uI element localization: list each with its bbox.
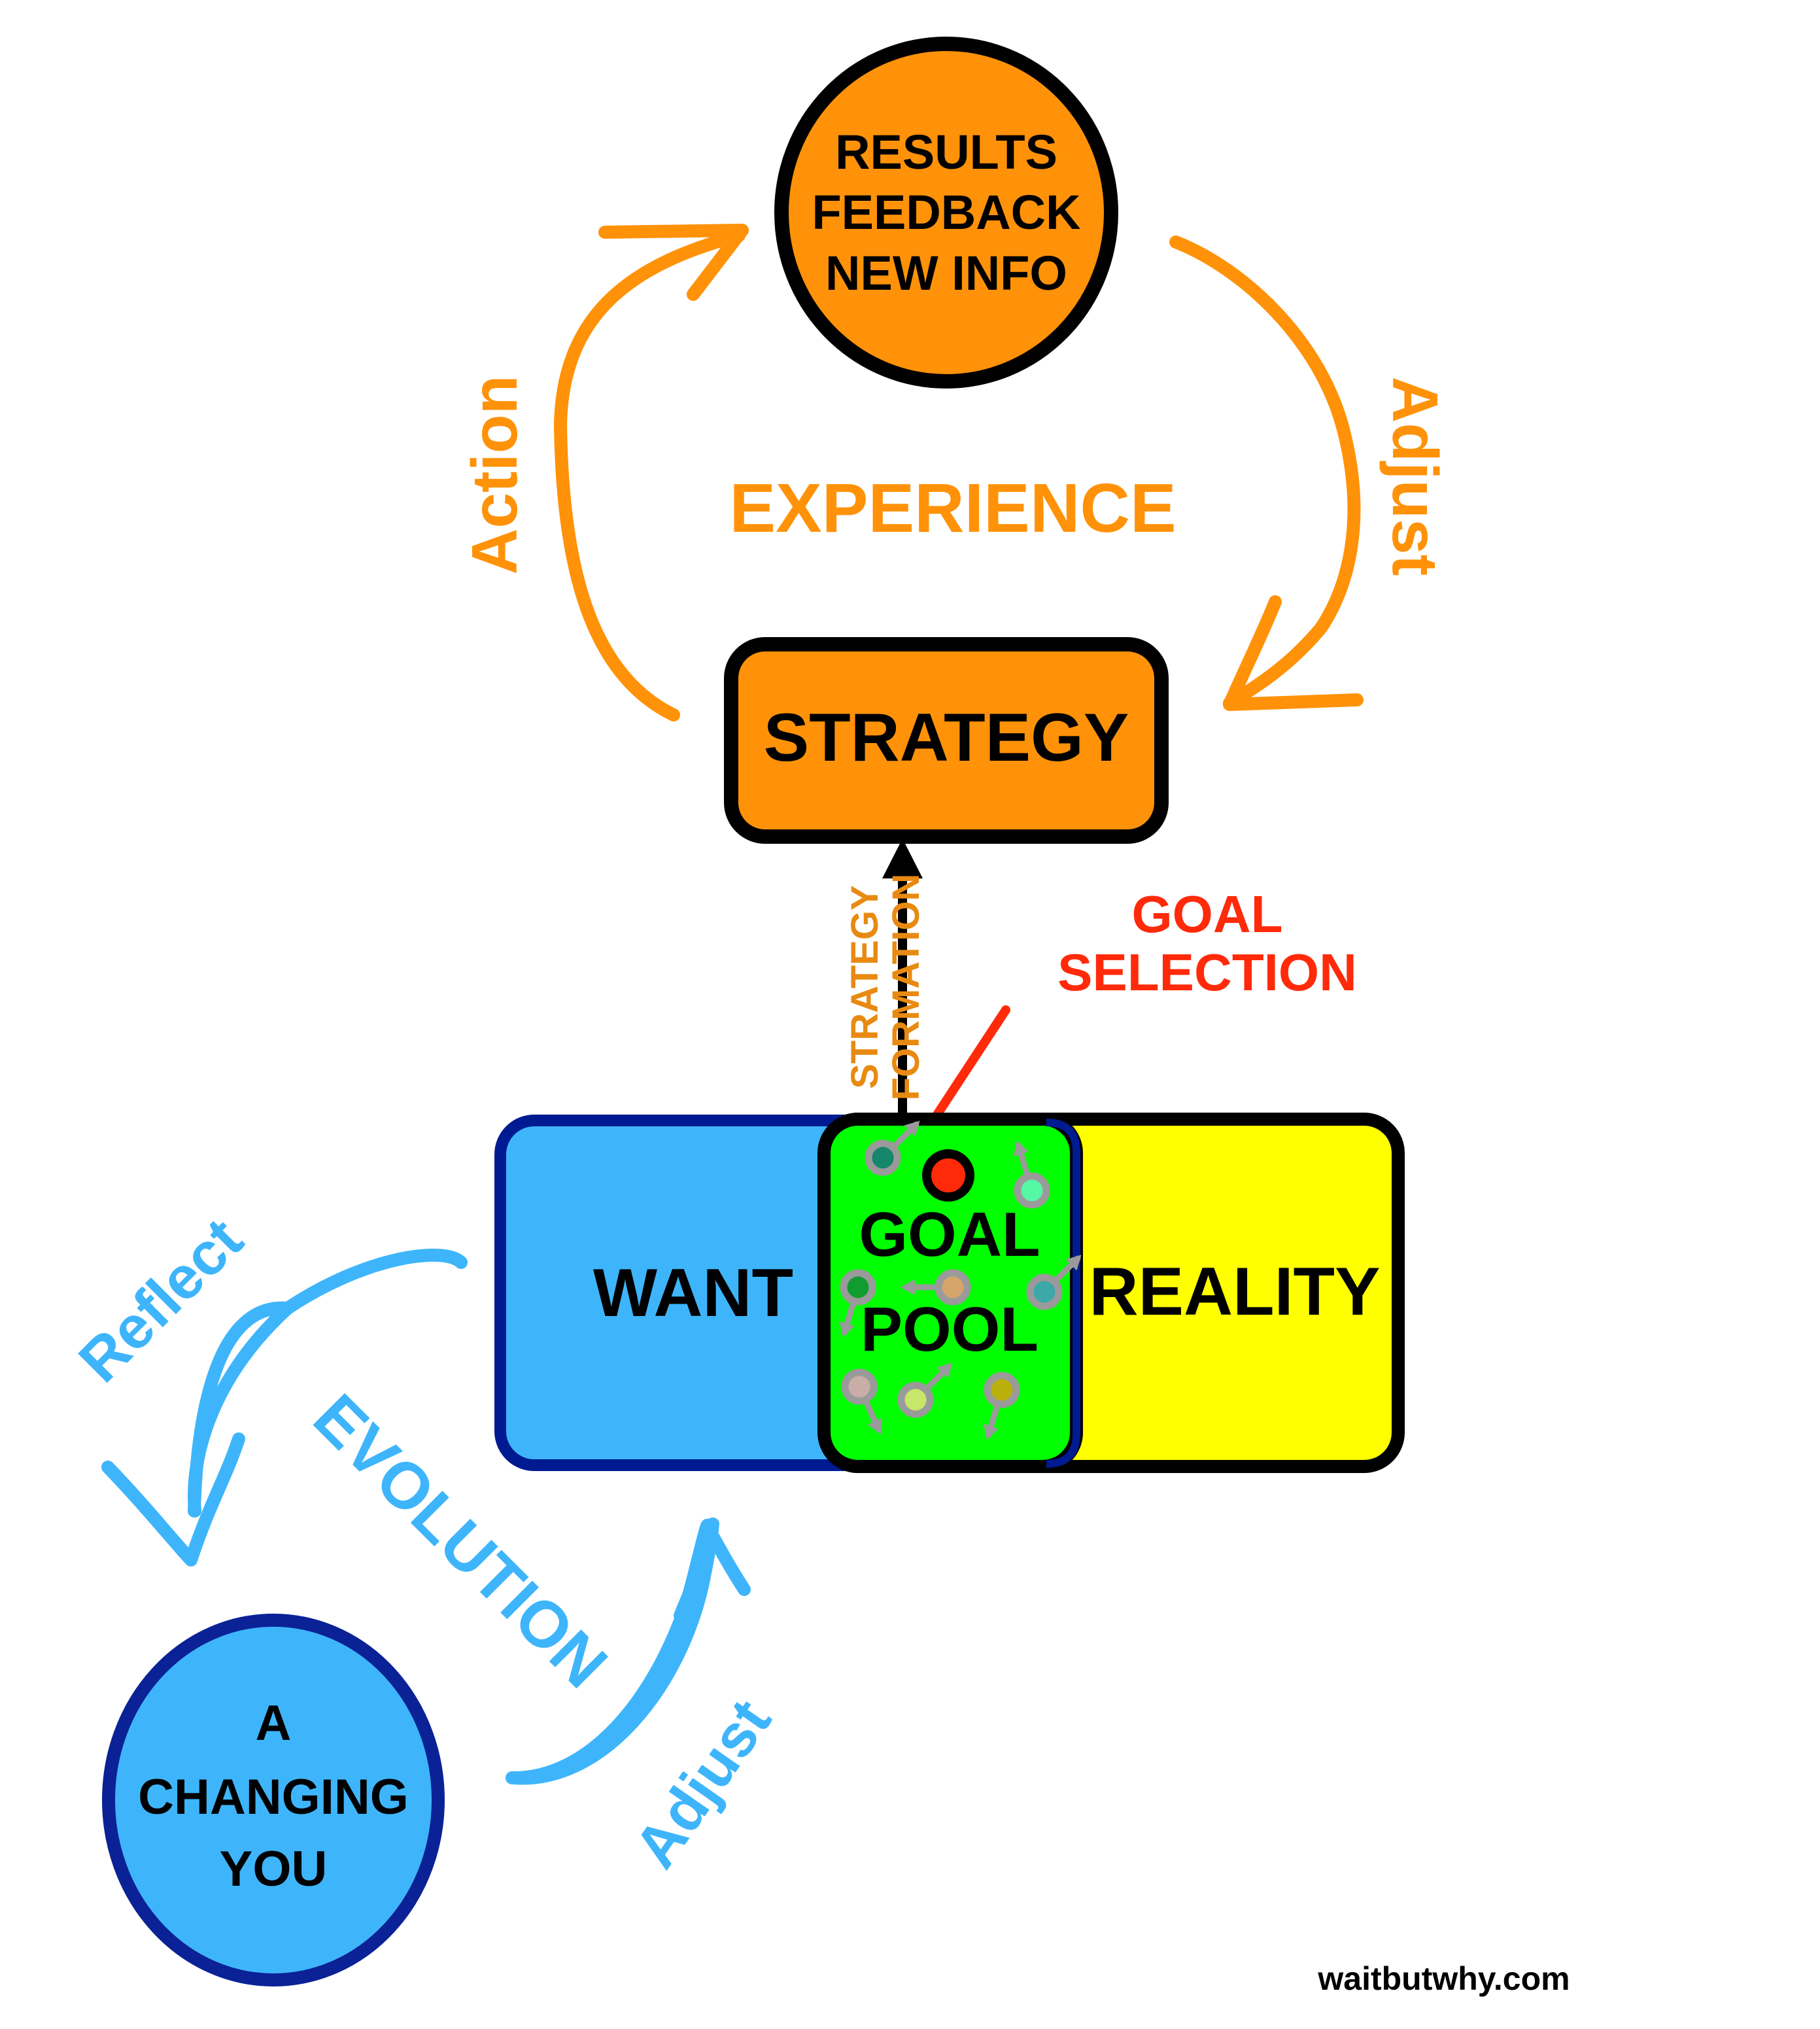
goal-item-arrowhead xyxy=(867,1417,882,1434)
selected-goal-dot xyxy=(922,1149,974,1202)
strategy-node: STRATEGY xyxy=(724,637,1169,844)
strategy-formation-line-1: STRATEGY xyxy=(844,885,886,1089)
evolution-adjust-arrow-head xyxy=(674,1532,751,1622)
results-node-line-2: FEEDBACK xyxy=(812,185,1080,239)
strategy-node-label: STRATEGY xyxy=(764,700,1129,776)
experience-adjust-arrow-head xyxy=(1223,595,1364,711)
results-node-line-1: RESULTS xyxy=(835,125,1057,179)
watermark: waitbutwhy.com xyxy=(1317,1960,1570,1997)
changing-you-node: A CHANGING YOU xyxy=(102,1614,445,1986)
goal-pool-line-1: GOAL xyxy=(859,1200,1040,1270)
changing-you-line-3: YOU xyxy=(220,1841,328,1897)
goal-item-dot xyxy=(1014,1172,1050,1209)
goal-item-dot xyxy=(865,1139,901,1176)
goal-item-arrowhead xyxy=(936,1362,953,1379)
goal-item xyxy=(1013,1140,1050,1209)
strategy-formation-arrow-head-wide xyxy=(882,839,923,878)
goal-item-dot xyxy=(1026,1274,1063,1310)
evolution-adjust-arrow xyxy=(506,1517,751,1785)
results-node-shape xyxy=(774,37,1118,389)
goal-selection-line-1: GOAL xyxy=(1131,885,1282,943)
reflect-label: Reflect xyxy=(67,1206,256,1395)
changing-you-node-shape xyxy=(102,1614,445,1986)
goal-item-arrowhead xyxy=(1013,1140,1029,1156)
goal-item-dot xyxy=(841,1368,878,1405)
goal-selection-line-2: SELECTION xyxy=(1057,943,1357,1001)
strategy-node-shape xyxy=(724,637,1169,844)
goal-item-dot xyxy=(935,1269,971,1306)
experience-adjust-arrow xyxy=(1169,235,1364,711)
goal-item-dot xyxy=(840,1269,876,1306)
goal-item xyxy=(1026,1255,1082,1310)
goal-item-arrowhead xyxy=(839,1321,855,1338)
reflect-arrow-curve xyxy=(188,1248,468,1517)
reflect-arrow xyxy=(101,1248,468,1567)
goal-item xyxy=(839,1269,876,1338)
goal-item-dot xyxy=(984,1372,1020,1408)
action-label: Action xyxy=(458,375,530,575)
reflect-arrow-head xyxy=(101,1432,245,1567)
results-node: RESULTS FEEDBACK NEW INFO xyxy=(774,37,1118,389)
selected-goal xyxy=(922,1149,974,1202)
goal-item-arrowhead xyxy=(904,1120,920,1137)
goal-item-arrowhead xyxy=(901,1279,915,1295)
strategy-formation-line-2: FORMATION xyxy=(885,874,927,1101)
goal-items xyxy=(839,1120,1082,1440)
reality-label: REALITY xyxy=(1090,1254,1381,1330)
goal-item xyxy=(901,1269,971,1306)
results-node-line-3: NEW INFO xyxy=(825,246,1067,300)
experience-adjust-arrow-curve xyxy=(1169,235,1361,710)
goal-item xyxy=(983,1372,1020,1440)
goal-item xyxy=(841,1368,882,1434)
changing-you-line-2: CHANGING xyxy=(138,1769,409,1825)
experience-adjust-label: Adjust xyxy=(1379,377,1451,576)
action-arrow-head xyxy=(598,224,749,301)
goal-item xyxy=(897,1362,953,1418)
goal-item-arrowhead xyxy=(983,1424,999,1440)
goal-pool-right-edge xyxy=(1046,1119,1080,1468)
want-label: WANT xyxy=(593,1255,793,1331)
action-arrow xyxy=(554,224,749,721)
action-arrow-curve xyxy=(554,229,746,721)
changing-you-line-1: A xyxy=(256,1695,292,1751)
goal-item-arrowhead xyxy=(1065,1255,1082,1271)
goal-pool-line-2: POOL xyxy=(861,1294,1039,1364)
experience-title: EXPERIENCE xyxy=(729,470,1176,547)
goal-item xyxy=(865,1120,920,1176)
goal-item-dot xyxy=(897,1381,934,1418)
